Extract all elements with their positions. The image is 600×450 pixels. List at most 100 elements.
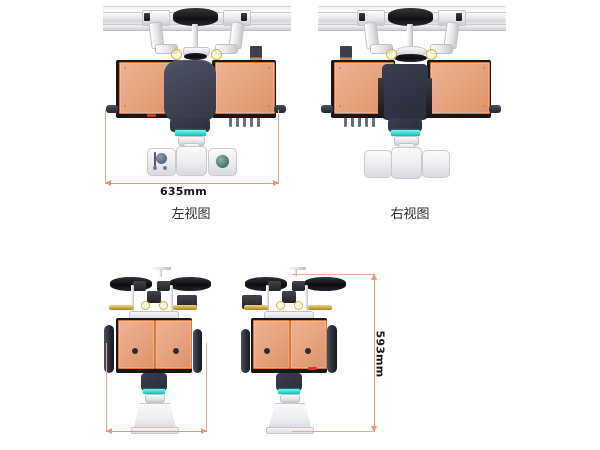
- dimension-arrow-down: [371, 426, 377, 432]
- panel-fastener: [483, 105, 485, 107]
- bottom-right-view-render: [230, 255, 385, 445]
- rod-collar-left: [141, 301, 150, 310]
- left-view-render: [95, 0, 291, 190]
- arm-joint-ring-left: [171, 49, 182, 60]
- camera-lens-right: [215, 154, 230, 169]
- rotor-housing-right: [157, 281, 170, 291]
- rod-collar-left: [276, 301, 285, 310]
- dimension-label-635: 635mm: [160, 185, 207, 198]
- base-pad-foot: [266, 427, 314, 434]
- right-view-render: [310, 0, 506, 190]
- dimension-line-593: [374, 274, 375, 432]
- panel-left: [118, 320, 155, 369]
- top-yoke-stem: [294, 269, 297, 277]
- gold-rod-left: [244, 305, 268, 310]
- view-label-right: 右视图: [390, 207, 430, 222]
- panel-fastener: [339, 105, 341, 107]
- panel-fastener: [124, 105, 126, 107]
- solar-panel-right: [430, 62, 490, 114]
- connector-pin: [250, 118, 253, 127]
- bottom-left-view-render: [95, 255, 250, 445]
- center-module: [147, 291, 161, 303]
- panel-right: [155, 320, 192, 369]
- panel-port-left: [132, 348, 138, 354]
- dimension-line-bottom-left: [106, 431, 207, 432]
- gimbal-head: [276, 373, 302, 391]
- top-yoke: [286, 267, 306, 270]
- rod-collar-right: [159, 301, 168, 310]
- side-nub-right: [274, 105, 286, 113]
- dimension-extension-bl-right: [206, 343, 207, 431]
- gold-rod-right: [173, 305, 197, 310]
- camera-module-left: [364, 150, 392, 178]
- connector-pin: [344, 118, 347, 127]
- side-nub-left: [321, 105, 333, 113]
- vertical-strut-left: [131, 285, 134, 315]
- connector-pin: [358, 118, 361, 127]
- teal-indicator-band: [278, 389, 300, 394]
- teal-indicator-band: [175, 130, 206, 136]
- dimension-label-593: 593mm: [373, 330, 387, 378]
- arm-bracket-left-insert: [144, 13, 150, 21]
- dimension-extension-right: [278, 110, 279, 183]
- top-yoke-stem: [159, 269, 162, 277]
- gold-rod-right: [308, 305, 332, 310]
- rod-collar-right: [294, 301, 303, 310]
- gold-rod-left: [109, 305, 133, 310]
- main-body: [382, 64, 428, 120]
- side-wing-left: [104, 325, 114, 373]
- gimbal-mount: [280, 394, 300, 403]
- dimension-line-635: [105, 183, 279, 184]
- base-pad-foot: [131, 427, 179, 434]
- rotor-housing-left: [133, 281, 146, 291]
- rotor-right: [169, 277, 211, 291]
- connector-pin: [365, 118, 368, 127]
- status-strip: [308, 367, 317, 370]
- camera-lens-small: [153, 166, 157, 170]
- teal-indicator-band: [391, 130, 420, 136]
- vertical-strut-left: [266, 285, 269, 315]
- vertical-strut-right: [170, 285, 173, 315]
- panel-fastener: [268, 67, 270, 69]
- rotor-right: [304, 277, 346, 291]
- rotor-housing-left: [268, 281, 281, 291]
- panel-fastener: [124, 67, 126, 69]
- body-lower-shroud: [170, 118, 210, 132]
- connector-pin: [372, 118, 375, 127]
- hub-post: [192, 24, 198, 50]
- teal-indicator-band: [143, 389, 165, 394]
- body-lower-shroud: [388, 118, 422, 132]
- panel-port-left: [264, 348, 270, 354]
- dimension-extension-top: [292, 274, 375, 275]
- arm-joint-ring-right: [211, 49, 222, 60]
- side-nub-left: [106, 105, 118, 113]
- motor-hub: [173, 8, 218, 26]
- body-rib-left: [378, 78, 384, 118]
- dimension-arrow-left: [105, 180, 111, 186]
- dimension-extension-bl-left: [106, 343, 107, 431]
- camera-lens-small: [163, 166, 167, 170]
- top-yoke: [151, 267, 171, 270]
- antenna-whip: [154, 152, 156, 168]
- rotor-housing-right: [292, 281, 305, 291]
- arm-bracket-right-insert: [241, 13, 247, 21]
- camera-module-center: [176, 146, 207, 176]
- gimbal-collar: [184, 53, 207, 60]
- body-rib-right: [426, 78, 432, 118]
- camera-module-center: [391, 147, 422, 179]
- arm-bracket-left-insert: [359, 13, 365, 21]
- dimension-extension-left: [105, 110, 106, 183]
- center-module: [282, 291, 296, 303]
- gimbal-collar: [394, 54, 427, 62]
- dimension-arrow-bl-left: [106, 428, 112, 434]
- panel-right: [290, 320, 327, 369]
- connector-pin: [243, 118, 246, 127]
- connector-pin: [257, 118, 260, 127]
- arm-bracket-right-insert: [456, 13, 462, 21]
- connector-pin: [351, 118, 354, 127]
- side-wing-right: [327, 325, 337, 373]
- panel-fastener: [339, 67, 341, 69]
- dimension-extension-bottom: [292, 431, 375, 432]
- dimension-arrow-bl-right: [201, 428, 207, 434]
- panel-port-right: [305, 348, 311, 354]
